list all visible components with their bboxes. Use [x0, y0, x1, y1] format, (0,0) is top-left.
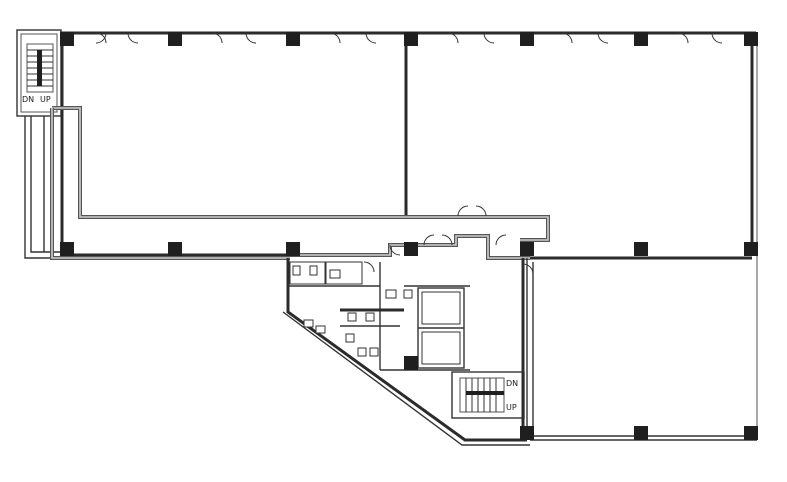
- stair-left-down-label: DN: [22, 95, 34, 104]
- column: [634, 32, 648, 46]
- column: [744, 242, 758, 256]
- column: [404, 356, 418, 370]
- stair-left-up-label: UP: [40, 95, 51, 104]
- column: [634, 242, 648, 256]
- top-window-swings: [95, 32, 723, 44]
- column: [744, 426, 758, 440]
- left-stair-tower: DN UP: [16, 29, 62, 117]
- column: [168, 32, 182, 46]
- column: [520, 426, 534, 440]
- column: [520, 32, 534, 46]
- column: [404, 32, 418, 46]
- stair-bottom-down-label: DN: [506, 379, 518, 388]
- corridor-outline: [50, 106, 550, 260]
- column: [520, 242, 534, 256]
- column: [744, 32, 758, 46]
- column: [634, 426, 648, 440]
- bottom-stair: DN UP: [451, 371, 525, 419]
- column: [286, 242, 300, 256]
- outer-walls: [60, 31, 758, 440]
- column: [404, 242, 418, 256]
- column: [60, 32, 74, 46]
- structural-columns: [60, 32, 758, 440]
- column: [286, 32, 300, 46]
- column: [60, 242, 74, 256]
- stair-bottom-up-label: UP: [506, 403, 517, 412]
- column: [168, 242, 182, 256]
- service-core: [282, 258, 757, 446]
- interior-doors: [363, 205, 534, 275]
- left-balcony: [24, 116, 62, 259]
